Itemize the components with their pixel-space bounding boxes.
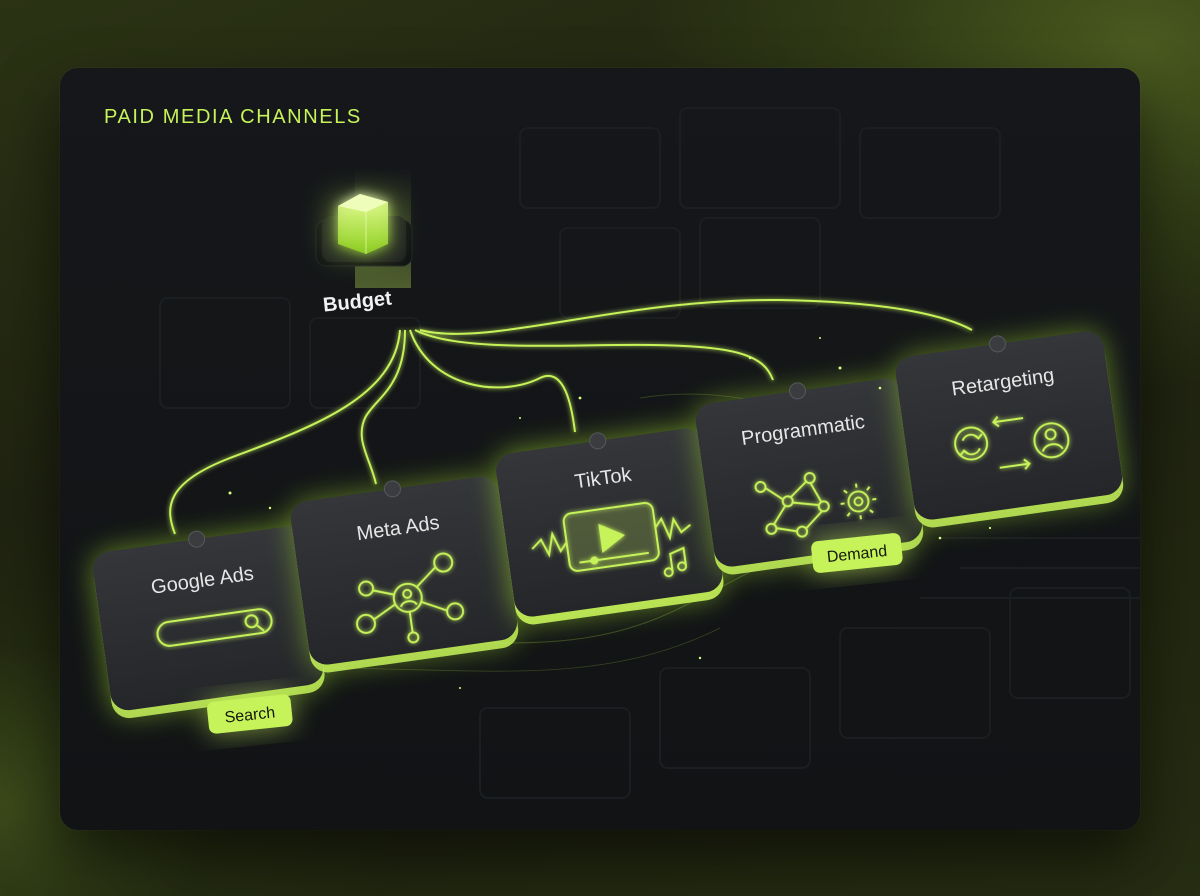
background-grid [159, 107, 1140, 799]
panel-title: PAID MEDIA CHANNELS [104, 106, 362, 128]
budget-connectors [169, 298, 973, 535]
channel-card-retargeting[interactable]: Retargeting [892, 321, 1125, 529]
channel-card-programmatic[interactable]: Programmatic [692, 368, 925, 576]
connector-programmatic [414, 329, 774, 381]
network-gear-icon [754, 472, 877, 538]
channel-diagram: Budget Google Ads Meta Ads [90, 107, 1140, 799]
channel-card-meta-ads[interactable]: Meta Ads [287, 466, 520, 674]
social-network-icon [356, 552, 465, 644]
connector-meta-ads [360, 329, 406, 485]
budget-label: Budget [322, 287, 393, 316]
tag-demand: Demand [811, 533, 903, 573]
connector-retargeting [419, 298, 973, 335]
tag-demand-label: Demand [826, 543, 888, 566]
glowing-cube-icon [338, 194, 388, 254]
sparkle-particles [228, 337, 992, 689]
channel-card-tiktok[interactable]: TikTok [493, 418, 726, 626]
connector-tiktok [409, 329, 576, 433]
tag-search-label: Search [224, 704, 276, 726]
user-cycle-icon [954, 415, 1070, 470]
video-play-icon [531, 501, 691, 578]
budget-node[interactable]: Budget [315, 168, 413, 317]
tag-search: Search [207, 694, 293, 734]
search-bar-icon [156, 608, 273, 647]
diagram-panel: PAID MEDIA CHANNELS [60, 68, 1140, 830]
channel-card-google-ads[interactable]: Google Ads [90, 516, 327, 720]
connector-google-ads [169, 329, 401, 535]
